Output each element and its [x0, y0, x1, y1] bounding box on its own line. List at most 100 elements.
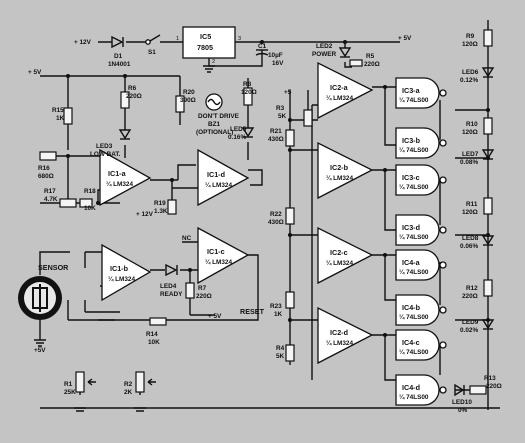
- svg-text:IC1-d: IC1-d: [207, 170, 225, 179]
- opamp-ic2c: [317, 226, 374, 285]
- svg-text:R2: R2: [124, 381, 133, 388]
- svg-text:120Ω: 120Ω: [241, 89, 257, 96]
- svg-text:R7: R7: [198, 285, 207, 292]
- opamp-ic2b: [317, 141, 374, 200]
- supply-12v-label: + 12V: [136, 211, 154, 218]
- svg-text:R12: R12: [466, 285, 478, 292]
- svg-text:IC3-b: IC3-b: [402, 136, 421, 145]
- led10-icon: [454, 383, 465, 397]
- reset-label: RESET: [240, 307, 265, 316]
- pot-r4: [285, 344, 295, 362]
- svg-text:NC: NC: [182, 235, 192, 242]
- resistor-r10: [483, 117, 493, 135]
- opamp-ic1c: [197, 226, 250, 285]
- ic5-part: 7805: [197, 43, 213, 52]
- svg-text:220Ω: 220Ω: [462, 293, 478, 300]
- svg-text:1K: 1K: [274, 311, 283, 318]
- svg-text:¼ 74LS00: ¼ 74LS00: [399, 96, 429, 104]
- pot-r2: [135, 371, 145, 393]
- svg-text:120Ω: 120Ω: [462, 209, 478, 216]
- svg-text:¼ LM324: ¼ LM324: [326, 339, 353, 347]
- d1-ref: D1: [114, 53, 123, 60]
- led9-icon: [481, 319, 495, 330]
- led7-icon: [481, 149, 495, 160]
- svg-text:¼ 74LS00: ¼ 74LS00: [399, 393, 429, 401]
- svg-text:¼ LM324: ¼ LM324: [108, 275, 135, 283]
- svg-text:LED3: LED3: [96, 143, 113, 150]
- svg-text:1.3K: 1.3K: [154, 208, 168, 215]
- sensor-label: SENSOR: [38, 263, 69, 272]
- svg-text:¼ LM324: ¼ LM324: [205, 181, 232, 189]
- svg-text:BZ1: BZ1: [208, 121, 221, 128]
- svg-text:IC1-b: IC1-b: [110, 264, 129, 273]
- svg-text:IC4-a: IC4-a: [402, 258, 421, 267]
- svg-text:R4: R4: [276, 345, 285, 352]
- resistor-r15: [63, 107, 73, 125]
- svg-text:4.7K: 4.7K: [44, 196, 58, 203]
- svg-text:¼ 74LS00: ¼ 74LS00: [399, 313, 429, 321]
- svg-text:1: 1: [176, 36, 179, 42]
- resistor-r7: [185, 282, 195, 299]
- resistor-r6: [120, 91, 130, 109]
- svg-text:R15: R15: [52, 107, 64, 114]
- svg-text:IC3-d: IC3-d: [402, 223, 420, 232]
- svg-text:R17: R17: [44, 188, 56, 195]
- resistor-r22: [285, 207, 295, 225]
- svg-text:390Ω: 390Ω: [180, 97, 196, 104]
- svg-text:0.12%: 0.12%: [460, 77, 478, 84]
- led4-ready-icon: [165, 263, 178, 277]
- resistor-r23: [285, 291, 295, 309]
- svg-text:LED9: LED9: [462, 319, 479, 326]
- supply-out-label: + 5V: [398, 35, 412, 42]
- d1-part: 1N4001: [108, 61, 131, 68]
- svg-text:LED6: LED6: [462, 69, 479, 76]
- svg-text:R21: R21: [270, 128, 282, 135]
- svg-text:+ 5V: + 5V: [208, 313, 222, 320]
- nand-gate-ic4b: IC4-b¼ 74LS00: [395, 294, 447, 326]
- ground-icon: [34, 65, 215, 412]
- svg-text:C1: C1: [258, 43, 267, 50]
- resistor-r13: [469, 385, 487, 395]
- svg-text:R11: R11: [466, 201, 478, 208]
- svg-text:R6: R6: [128, 85, 137, 92]
- svg-text:IC4-b: IC4-b: [402, 303, 421, 312]
- svg-text:IC2-a: IC2-a: [330, 83, 349, 92]
- resistor-r20: [175, 95, 185, 113]
- svg-text:IC3-a: IC3-a: [402, 86, 421, 95]
- svg-text:¼ LM324: ¼ LM324: [106, 180, 133, 188]
- svg-text:R5: R5: [366, 53, 375, 60]
- svg-text:R13: R13: [484, 375, 496, 382]
- svg-text:READY: READY: [160, 291, 183, 298]
- svg-text:220Ω: 220Ω: [126, 93, 142, 100]
- supply-5v-left: + 5V: [28, 69, 42, 76]
- nand-gate-ic3d: IC3-d¼ 74LS00: [395, 214, 447, 246]
- led5-icon: [241, 127, 255, 138]
- svg-text:10K: 10K: [84, 205, 96, 212]
- svg-text:5K: 5K: [276, 353, 285, 360]
- supply-in-label: + 12V: [74, 39, 92, 46]
- resistor-r21: [285, 129, 295, 147]
- led3-lowbat-icon: [118, 129, 132, 140]
- svg-text:0.06%: 0.06%: [460, 243, 478, 250]
- svg-text:R10: R10: [466, 121, 478, 128]
- opamp-ic1d: [197, 148, 250, 207]
- svg-text:¼ 74LS00: ¼ 74LS00: [399, 146, 429, 154]
- svg-text:0.16%: 0.16%: [228, 134, 246, 141]
- svg-text:IC1-c: IC1-c: [207, 247, 225, 256]
- wiring: [39, 20, 500, 410]
- switch-s1: [145, 39, 151, 45]
- nand-gate-ic3b: IC3-b¼ 74LS00: [395, 127, 447, 159]
- svg-text:¼ 74LS00: ¼ 74LS00: [399, 233, 429, 241]
- svg-text:IC1-a: IC1-a: [108, 169, 127, 178]
- svg-text:R9: R9: [466, 33, 475, 40]
- svg-text:16V: 16V: [272, 60, 284, 67]
- svg-text:5K: 5K: [278, 113, 287, 120]
- regulator-ic5: [182, 26, 236, 59]
- svg-text:R3: R3: [276, 105, 285, 112]
- opamp-ic2d: [317, 306, 374, 365]
- svg-text:3: 3: [238, 36, 241, 42]
- svg-text:¼ LM324: ¼ LM324: [326, 174, 353, 182]
- nand-gate-ic4d: IC4-d¼ 74LS00: [395, 374, 447, 406]
- svg-text:R1: R1: [64, 381, 73, 388]
- svg-text:10K: 10K: [148, 339, 160, 346]
